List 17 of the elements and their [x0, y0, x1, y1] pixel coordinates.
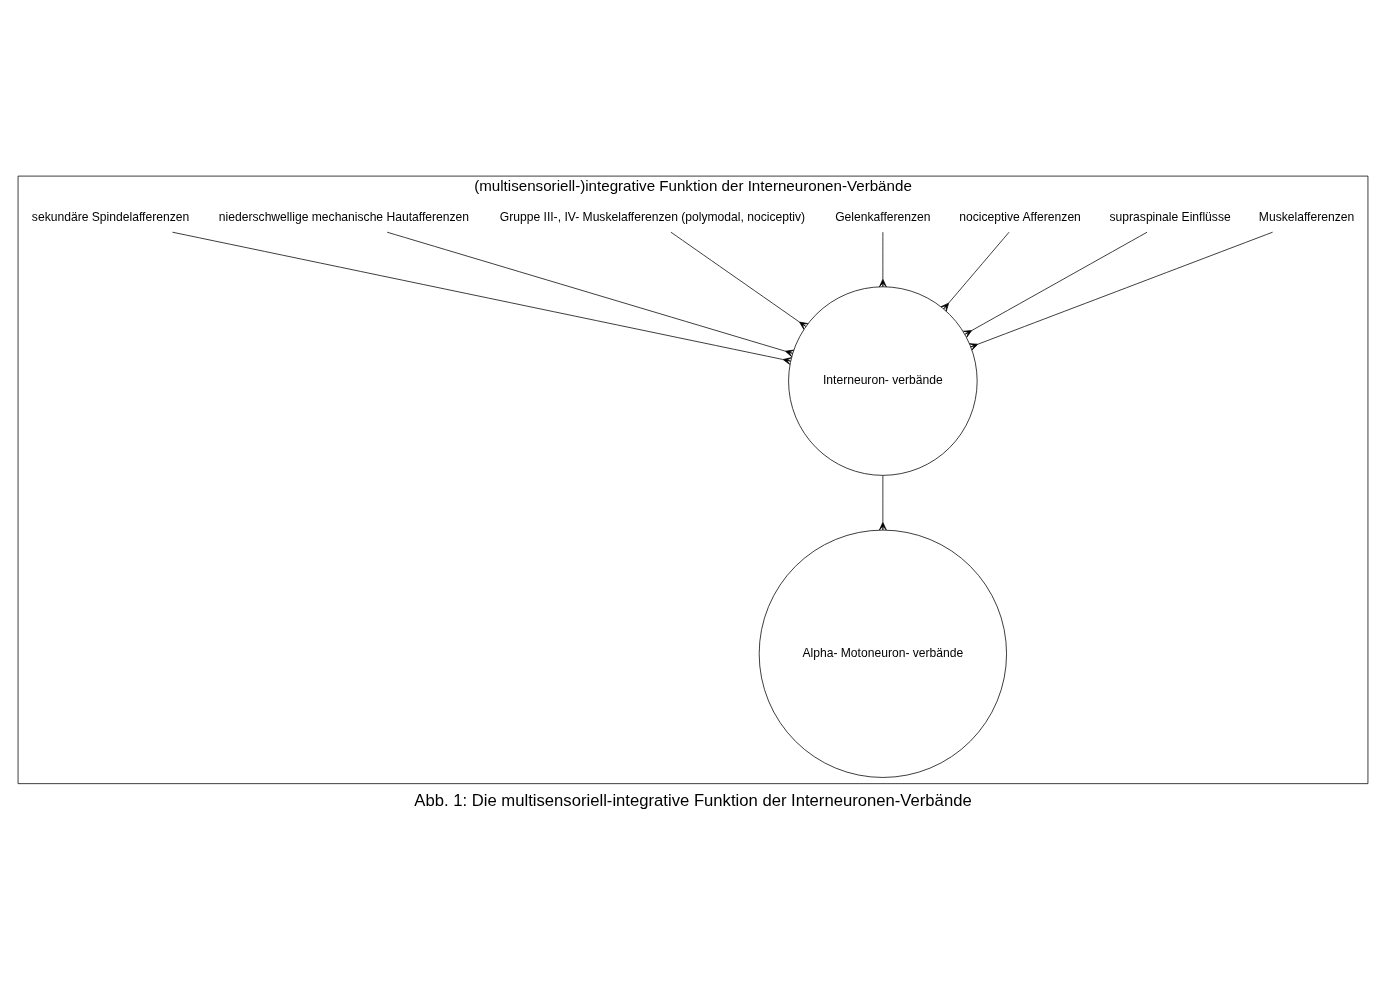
connector: [386, 231, 794, 357]
connector: [940, 231, 1010, 312]
node-text: Muskelafferenzen: [1258, 210, 1355, 225]
connector: [172, 231, 792, 365]
connector: [879, 475, 887, 531]
node-text: nociceptive Afferenzen: [959, 210, 1081, 225]
caption: Abb. 1: Die multisensoriell-integrative Funktion der Interneuronen-Verbände: [414, 791, 972, 811]
connector: [963, 231, 1148, 338]
connector: [670, 231, 809, 330]
node-text: supraspinale Einflüsse: [1109, 210, 1231, 225]
node-circle: Alpha- Motoneuron- verbände: [758, 529, 1007, 778]
node-text: Gelenkafferenzen: [835, 210, 931, 225]
connector: [879, 231, 887, 288]
node-text: sekundäre Spindelafferenzen: [31, 210, 190, 225]
node-text: niederschwellige mechanische Hautafferenzen: [218, 210, 470, 225]
connector: [969, 231, 1273, 351]
node-text: Gruppe III-, IV- Muskelafferenzen (polymodal, nociceptiv): [499, 210, 806, 225]
